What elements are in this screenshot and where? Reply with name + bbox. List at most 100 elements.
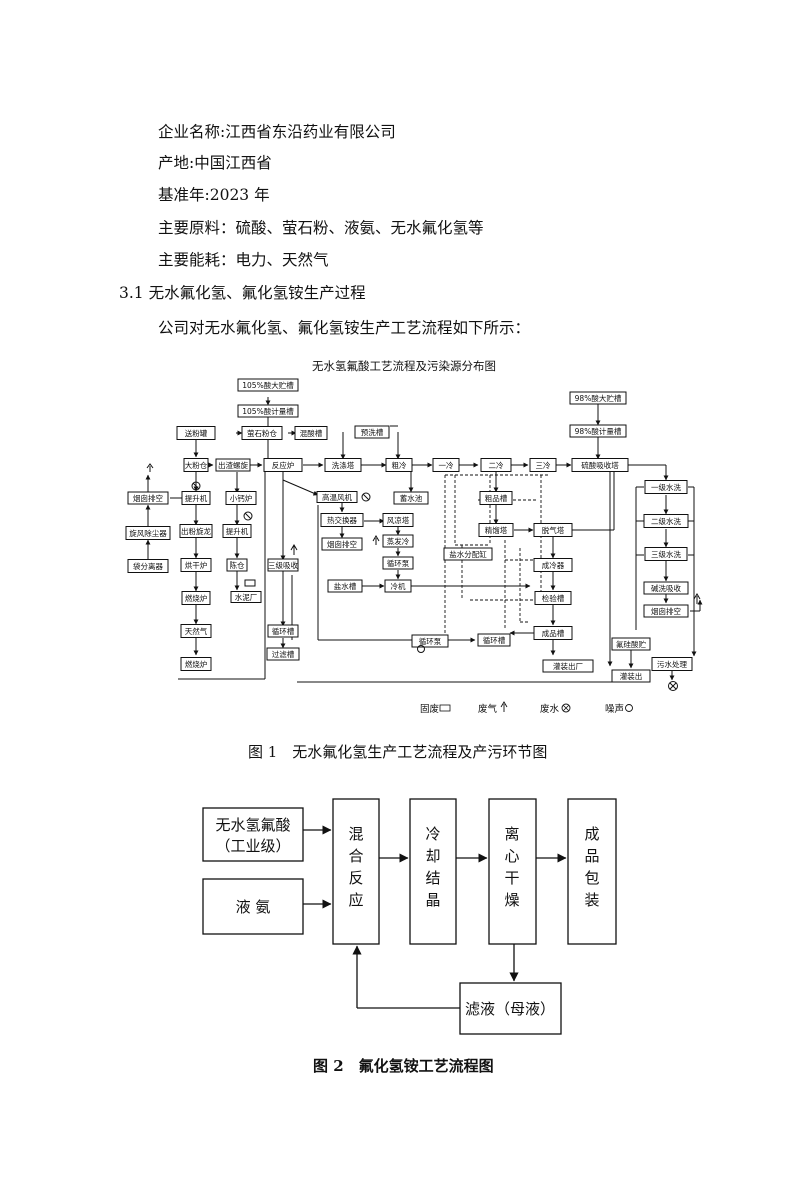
process-node-label: 送粉罐 bbox=[185, 428, 208, 438]
process-node-label: 粗品槽 bbox=[485, 493, 508, 503]
process-node-burner-lower: 燃烧炉 bbox=[180, 657, 212, 671]
input-ahf-label: 无水氢氟酸 bbox=[215, 816, 290, 834]
exhaust-gas-icon bbox=[290, 544, 298, 555]
process-node-label: 蒸发冷 bbox=[387, 536, 410, 546]
process-node-label: 过滤槽 bbox=[272, 649, 295, 659]
process-node-label: 检验槽 bbox=[542, 593, 565, 603]
process-node-box bbox=[267, 558, 299, 572]
process-node-label: 一级水洗 bbox=[651, 482, 681, 492]
process-node-chiller: 冷机 bbox=[384, 579, 412, 593]
process-node-dryer: 烘干炉 bbox=[180, 558, 212, 572]
process-node-big-bin: 大粉仓 bbox=[183, 458, 209, 472]
process-node-label: 二冷 bbox=[489, 460, 504, 470]
process-node-label: 二级水洗 bbox=[651, 516, 681, 526]
process-node-box bbox=[382, 513, 414, 527]
process-node-box bbox=[237, 378, 299, 392]
process-node-box bbox=[478, 523, 514, 537]
process-node-wash2: 二级水洗 bbox=[643, 514, 689, 528]
process-node-high-temp-fan: 高温风机 bbox=[316, 491, 358, 503]
process-node-wind-tower: 风凉塔 bbox=[382, 513, 414, 527]
process-node-label: 灌装出厂 bbox=[553, 661, 583, 671]
process-node-box bbox=[571, 458, 629, 472]
origin-line: 产地:中国江西省 bbox=[158, 154, 272, 172]
legend-waste-water: 废水 bbox=[540, 703, 560, 715]
process-node-storage-pool: 蓄水池 bbox=[393, 491, 429, 505]
process-node-label: 烟囱排空 bbox=[651, 606, 681, 616]
noise-icon bbox=[417, 645, 425, 653]
process-node-small-kiln: 小钙炉 bbox=[225, 491, 257, 505]
input-box-ahf bbox=[202, 807, 304, 862]
process-node-label: 成冷器 bbox=[542, 560, 565, 570]
process-node-exhaust-top: 烟囱排空 bbox=[127, 491, 169, 505]
process-node-box bbox=[181, 491, 211, 505]
process-node-label: 燃烧炉 bbox=[185, 593, 208, 603]
process-node-burner-upper: 燃烧炉 bbox=[181, 591, 211, 605]
process-node-box bbox=[643, 604, 689, 618]
step-label-dry: 离心干燥 bbox=[504, 825, 519, 909]
process-node-box bbox=[382, 534, 414, 548]
process-node-label: 烟囱排空 bbox=[133, 493, 163, 503]
process-node-label: 高温风机 bbox=[322, 492, 352, 502]
step-box-mix bbox=[332, 798, 380, 945]
process-node-exhaust-mid: 烟囱排空 bbox=[321, 537, 363, 551]
process-node-box bbox=[611, 669, 651, 683]
process-node-label: 三级吸收 bbox=[268, 560, 298, 570]
process-node-label: 提升机 bbox=[226, 526, 249, 536]
process-node-box bbox=[324, 458, 362, 472]
process-node-box bbox=[533, 523, 573, 537]
figure2-caption: 图 2 氟化氢铵工艺流程图 bbox=[313, 1057, 494, 1075]
solid-waste-icon bbox=[244, 579, 256, 587]
process-node-box bbox=[533, 558, 573, 572]
process-node-box bbox=[443, 547, 493, 561]
process-node-box bbox=[385, 458, 413, 472]
legend-noise: 噪声 bbox=[605, 703, 624, 715]
process-node-label: 循环泵 bbox=[387, 558, 410, 568]
process-node-label: 硫酸吸收塔 bbox=[581, 460, 619, 470]
process-node-label: 风凉塔 bbox=[387, 515, 410, 525]
process-node-box bbox=[125, 526, 171, 540]
process-node-box bbox=[176, 426, 216, 440]
step-label-pack: 成品包装 bbox=[584, 825, 599, 909]
process-node-crude-tank: 粗品槽 bbox=[479, 491, 513, 505]
process-node-box bbox=[644, 547, 688, 561]
noise-icon bbox=[625, 704, 633, 712]
process-node-label: 烟囱排空 bbox=[327, 539, 357, 549]
process-node-box bbox=[266, 647, 300, 661]
step-box-pack bbox=[567, 798, 617, 945]
process-node-box bbox=[569, 391, 627, 405]
process-node-label: 氟硅酸贮 bbox=[616, 639, 646, 649]
process-node-degas: 脱气塔 bbox=[533, 523, 573, 537]
process-node-box bbox=[241, 426, 283, 440]
process-node-label: 105%酸计量槽 bbox=[242, 406, 294, 416]
process-node-box bbox=[230, 591, 262, 603]
solid-waste-icon bbox=[439, 704, 451, 712]
noise-icon bbox=[361, 492, 371, 502]
process-node-feeder: 送粉罐 bbox=[176, 426, 216, 440]
process-node-label: 热交换器 bbox=[327, 515, 357, 525]
process-node-fill-out: 灌装出厂 bbox=[542, 659, 594, 673]
figure1-title: 无水氢氟酸工艺流程及污染源分布图 bbox=[312, 359, 496, 373]
process-node-bag-filter: 袋分离器 bbox=[127, 559, 169, 573]
figure1-legend: 固废 废气 废水 噪声 bbox=[420, 701, 633, 715]
process-node-box bbox=[354, 425, 390, 439]
process-node-box bbox=[181, 591, 211, 605]
process-node-label: 水泥厂 bbox=[235, 592, 258, 602]
process-node-label: 燃烧炉 bbox=[185, 659, 208, 669]
process-node-acid98-meter: 98%酸计量槽 bbox=[569, 424, 627, 438]
process-node-label: 98%酸大贮槽 bbox=[575, 393, 622, 403]
process-node-box bbox=[267, 624, 299, 638]
process-node-rectify: 精馏塔 bbox=[478, 523, 514, 537]
process-node-pump1: 循环泵 bbox=[382, 556, 414, 570]
process-node-box bbox=[382, 556, 414, 570]
process-node-label: 碱洗吸收 bbox=[651, 583, 681, 593]
process-node-label: 精馏塔 bbox=[485, 525, 508, 535]
process-node-label: 循环泵 bbox=[419, 636, 442, 646]
process-node-reactor: 反应炉 bbox=[263, 458, 303, 472]
process-node-label: 烘干炉 bbox=[185, 560, 208, 570]
process-node-check-tank: 检验槽 bbox=[534, 591, 572, 605]
process-node-acid105-tank: 105%酸大贮槽 bbox=[237, 378, 299, 392]
process-node-circ-tank-left: 循环槽 bbox=[267, 624, 299, 638]
process-node-label: 大粉仓 bbox=[185, 460, 208, 470]
